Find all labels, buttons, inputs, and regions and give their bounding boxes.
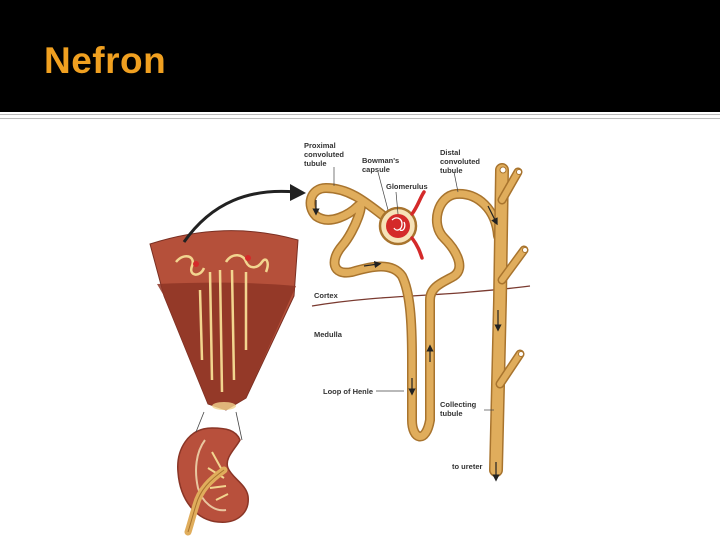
label-loop-of-henle: Loop of Henle [323,387,373,396]
zoom-line [195,411,205,433]
renal-pyramid [149,230,299,411]
label-to-ureter: to ureter [452,462,483,471]
label-collecting-tubule: Collecting [440,400,477,409]
label-distal-tubule: tubule [440,166,463,175]
title-bar [0,0,720,112]
diagram-labels: Proximal convoluted tubule Bowman's caps… [304,141,483,471]
zoom-line [235,411,243,441]
label-distal-tubule: convoluted [440,157,480,166]
divider-line [0,114,720,115]
bowmans-capsule [378,190,426,260]
nephron-tubule [305,163,529,477]
label-cortex: Cortex [314,291,339,300]
arrow-head-icon [290,184,306,201]
kidney-illustration [177,427,249,536]
label-proximal-tubule: convoluted [304,150,344,159]
efferent-arteriole [410,236,424,260]
label-proximal-tubule: Proximal [304,141,336,150]
slide-title: Nefron [44,40,167,81]
label-bowmans-capsule: Bowman's [362,156,399,165]
label-proximal-tubule: tubule [304,159,327,168]
label-bowmans-capsule: capsule [362,165,390,174]
cortex-medulla-boundary [311,285,531,307]
label-distal-tubule: Distal [440,148,460,157]
label-glomerulus: Glomerulus [386,182,428,191]
leader-lines [333,167,494,411]
flow-arrows [312,200,502,482]
label-medulla: Medulla [314,330,343,339]
zoom-arrow [182,189,297,243]
divider-line [0,118,720,119]
afferent-arteriole [410,190,426,216]
label-collecting-tubule: tubule [440,409,463,418]
